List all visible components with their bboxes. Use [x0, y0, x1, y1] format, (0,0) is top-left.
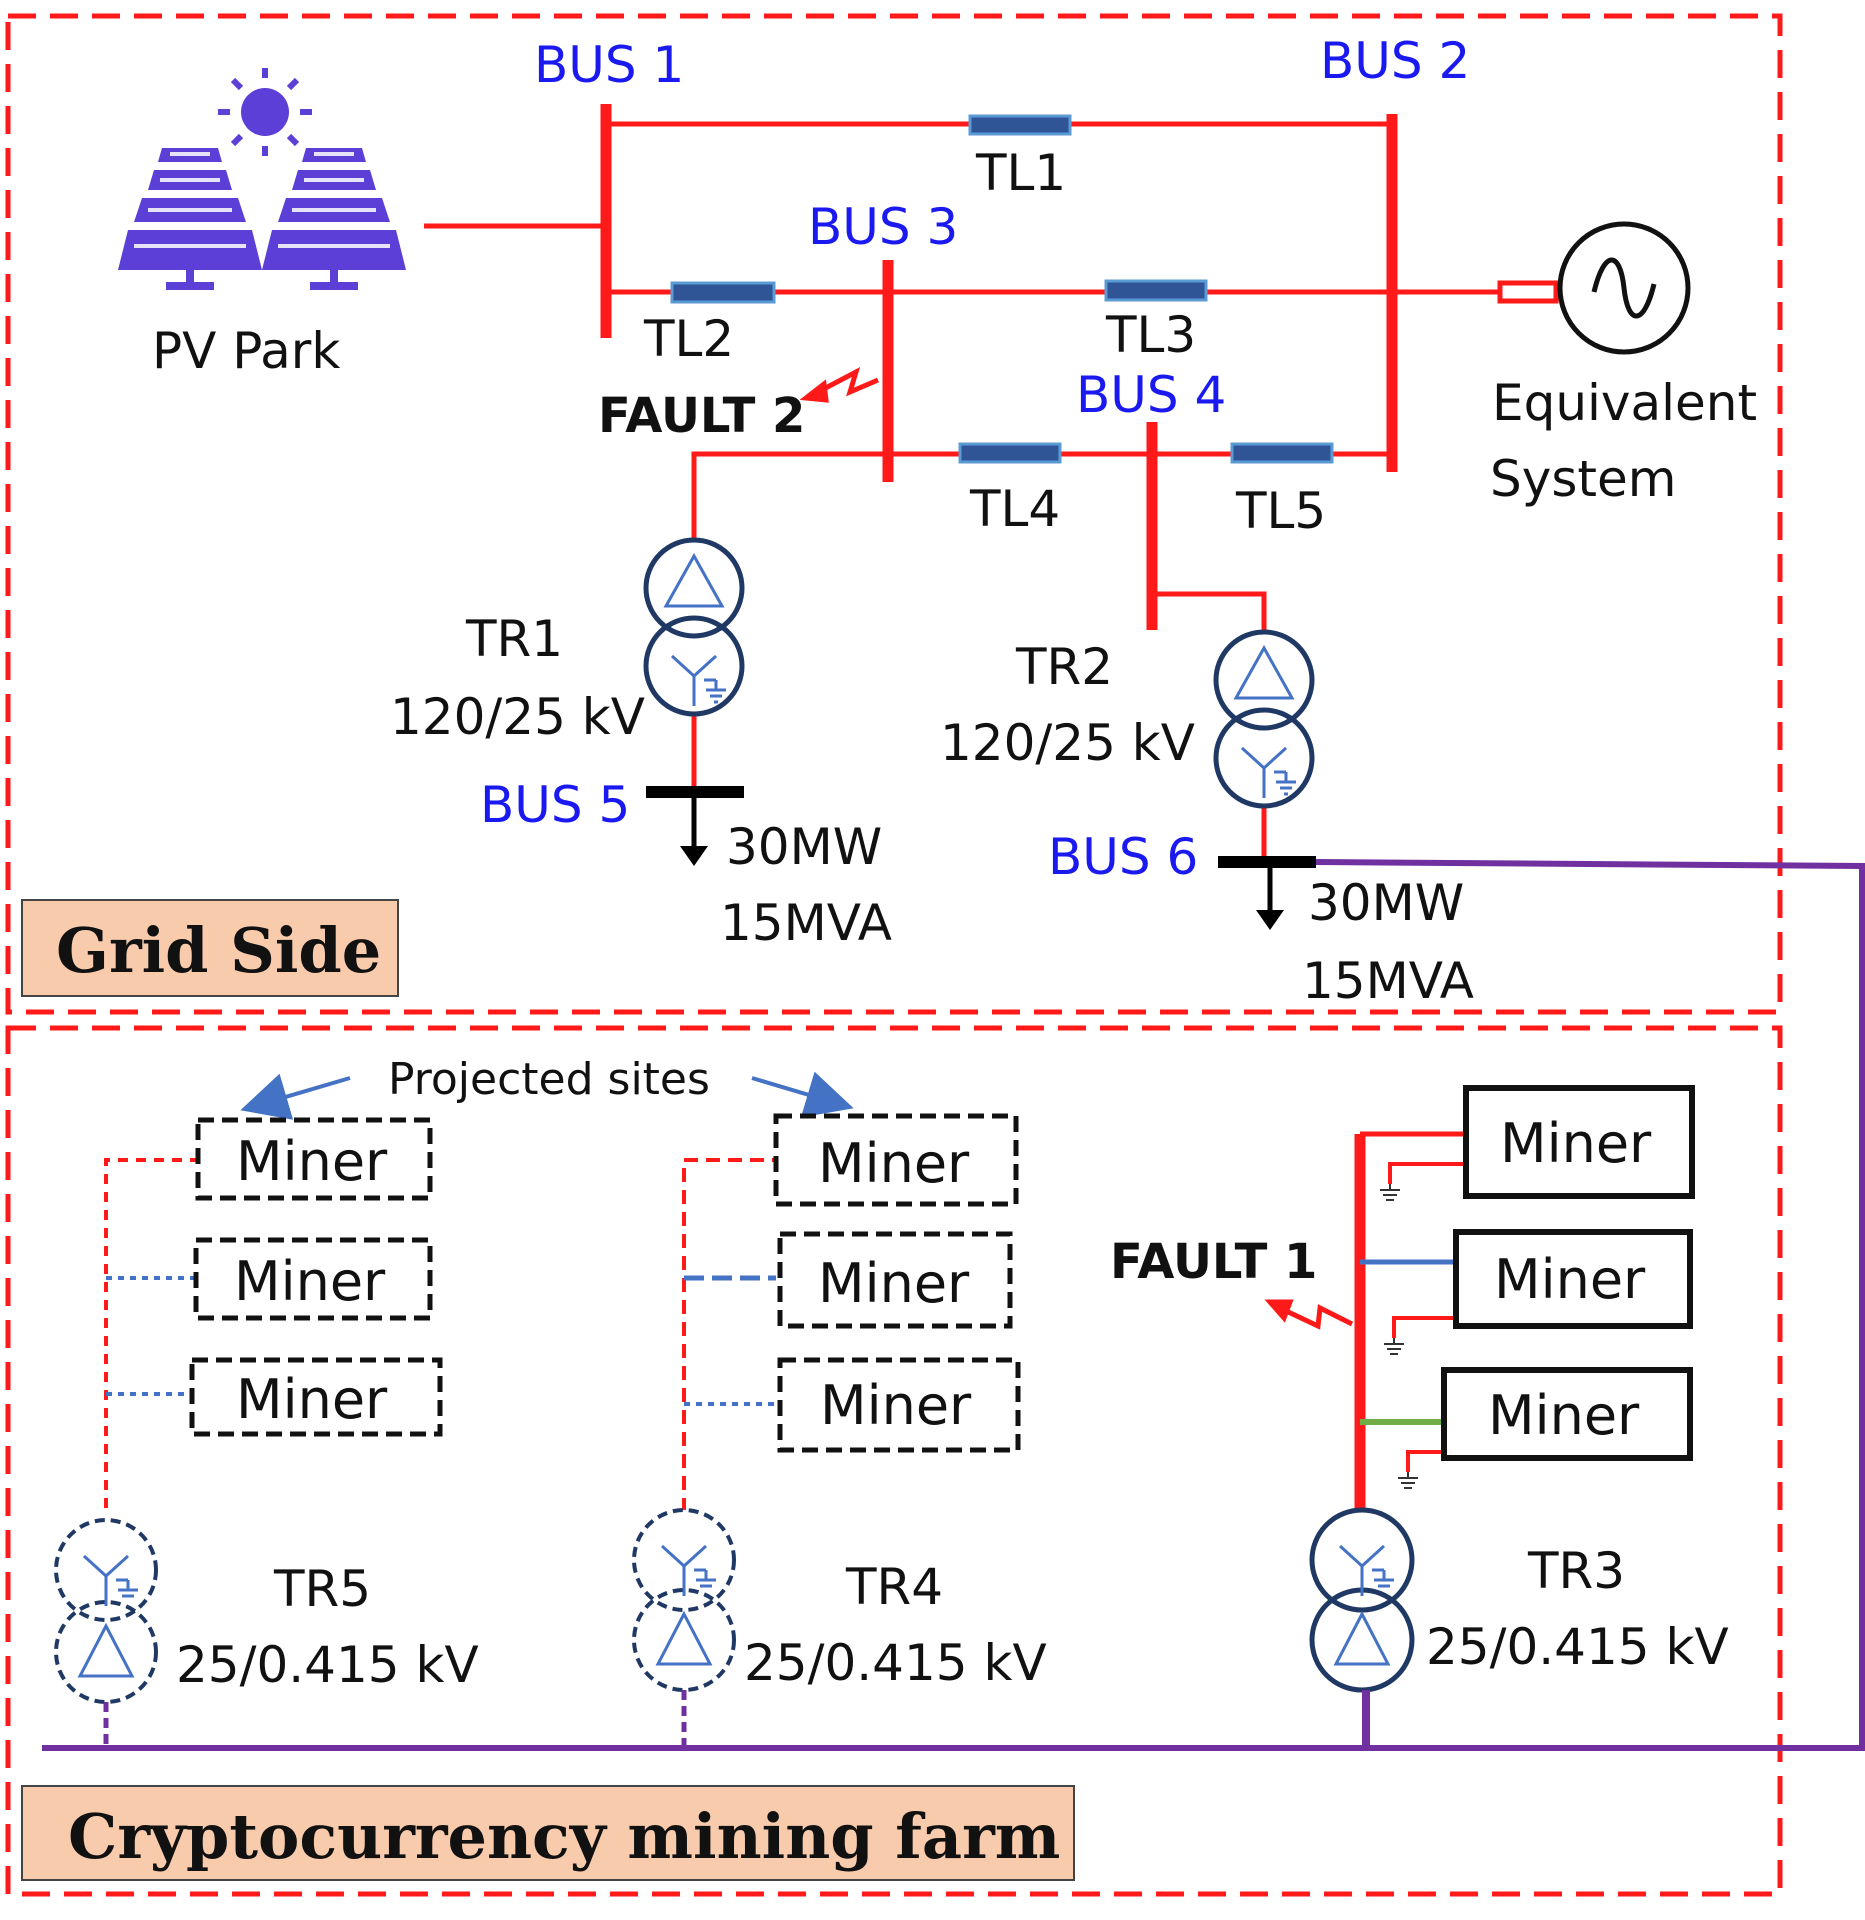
miner-label-right-1: Miner — [1500, 1112, 1652, 1175]
tl3-box — [1104, 279, 1208, 302]
ground-icon-3 — [1398, 1472, 1418, 1489]
existing-site: Miner Miner Miner — [1309, 1085, 1695, 1748]
fault2-lightning-icon — [799, 367, 879, 403]
miner-box-right-3 — [1441, 1367, 1693, 1461]
ac-source-icon — [1557, 221, 1691, 355]
miner-box-right-1 — [1463, 1085, 1695, 1199]
tr3-transformer-icon — [1309, 1507, 1415, 1693]
load5-arrow-icon — [680, 846, 708, 866]
feeder-line — [42, 859, 1865, 1751]
solar-panel-left — [118, 148, 262, 290]
bus5-label: BUS 5 — [480, 776, 630, 834]
bus3-label: BUS 3 — [808, 198, 958, 256]
miner-label-mid-3: Miner — [820, 1374, 972, 1437]
tr4-rating: 25/0.415 kV — [744, 1634, 1047, 1692]
miner-box-left-2 — [193, 1237, 433, 1321]
load6-p: 30MW — [1308, 874, 1464, 932]
miner-box-mid-3 — [777, 1357, 1021, 1453]
miner-label-left-3: Miner — [236, 1368, 388, 1431]
tr1-rating: 120/25 kV — [390, 688, 645, 746]
mining-farm-label: Cryptocurrency mining farm — [68, 1800, 1060, 1873]
tr5-name: TR5 — [273, 1560, 371, 1618]
miner-label-mid-1: Miner — [818, 1132, 970, 1195]
miner-box-right-2 — [1453, 1229, 1693, 1329]
grid-side-box — [21, 899, 399, 997]
load6-arrow-icon — [1256, 910, 1284, 930]
tr5-transformer-icon — [54, 1518, 158, 1704]
tr5-rating: 25/0.415 kV — [176, 1636, 479, 1694]
tl3-label: TL3 — [1105, 306, 1196, 364]
mining-farm-border — [5, 1025, 1783, 1897]
tl4-box — [958, 442, 1062, 464]
solar-panel-right — [262, 148, 406, 290]
tr4-transformer-icon — [632, 1508, 736, 1692]
tr3-rating: 25/0.415 kV — [1426, 1618, 1729, 1676]
ground-icon-2 — [1384, 1338, 1404, 1355]
tr1-transformer-icon — [643, 537, 745, 717]
miner-label-left-1: Miner — [236, 1130, 388, 1193]
tr1-name: TR1 — [465, 610, 563, 668]
bus1-label: BUS 1 — [534, 36, 684, 94]
miner-box-mid-1 — [773, 1113, 1019, 1207]
miner-box-left-1 — [195, 1117, 433, 1201]
tl5-label: TL5 — [1235, 482, 1326, 540]
bus6-label: BUS 6 — [1048, 828, 1198, 886]
miner-label-right-3: Miner — [1488, 1384, 1640, 1447]
fault1-lightning-icon — [1264, 1299, 1354, 1330]
mining-farm-box — [21, 1785, 1075, 1881]
projected-sites-label: Projected sites — [388, 1054, 710, 1105]
projected-site-middle: Miner Miner Miner — [632, 1113, 1021, 1748]
load6-s: 15MVA — [1302, 952, 1474, 1010]
tr2-transformer-icon — [1213, 629, 1315, 809]
tl2-box — [670, 281, 776, 304]
equivalent-label-2: System — [1490, 450, 1676, 508]
tl2-label: TL2 — [643, 310, 734, 368]
miner-label-mid-2: Miner — [818, 1252, 970, 1315]
pv-park-label: PV Park — [152, 322, 340, 380]
miner-box-left-3 — [189, 1357, 443, 1437]
grid-side-label: Grid Side — [56, 914, 381, 987]
tr4-name: TR4 — [845, 1558, 943, 1616]
tr3-name: TR3 — [1527, 1542, 1625, 1600]
projected-arrow-left — [240, 1073, 351, 1120]
tr2-rating: 120/25 kV — [940, 714, 1195, 772]
tl4-label: TL4 — [969, 480, 1060, 538]
miner-label-left-2: Miner — [234, 1250, 386, 1313]
load5-s: 15MVA — [720, 894, 892, 952]
projected-site-left: Miner Miner Miner — [54, 1117, 443, 1748]
miner-box-mid-2 — [777, 1231, 1013, 1329]
grid-side-border — [5, 13, 1783, 1015]
equivalent-impedance — [1497, 280, 1559, 304]
tl1-box — [968, 114, 1072, 136]
miner-label-right-2: Miner — [1494, 1248, 1646, 1311]
ground-icon-1 — [1380, 1184, 1400, 1201]
bus2-label: BUS 2 — [1320, 32, 1470, 90]
bus4-label: BUS 4 — [1076, 366, 1226, 424]
pv-park-icon — [118, 68, 406, 290]
fault1-label: FAULT 1 — [1110, 1234, 1317, 1290]
load5-p: 30MW — [726, 818, 882, 876]
equivalent-label-1: Equivalent — [1492, 374, 1757, 432]
fault2-label: FAULT 2 — [598, 388, 805, 444]
tl1-label: TL1 — [975, 144, 1066, 202]
sun-icon — [218, 68, 312, 156]
tl5-box — [1230, 442, 1334, 464]
projected-arrow-right — [751, 1071, 854, 1118]
tr2-name: TR2 — [1015, 638, 1113, 696]
